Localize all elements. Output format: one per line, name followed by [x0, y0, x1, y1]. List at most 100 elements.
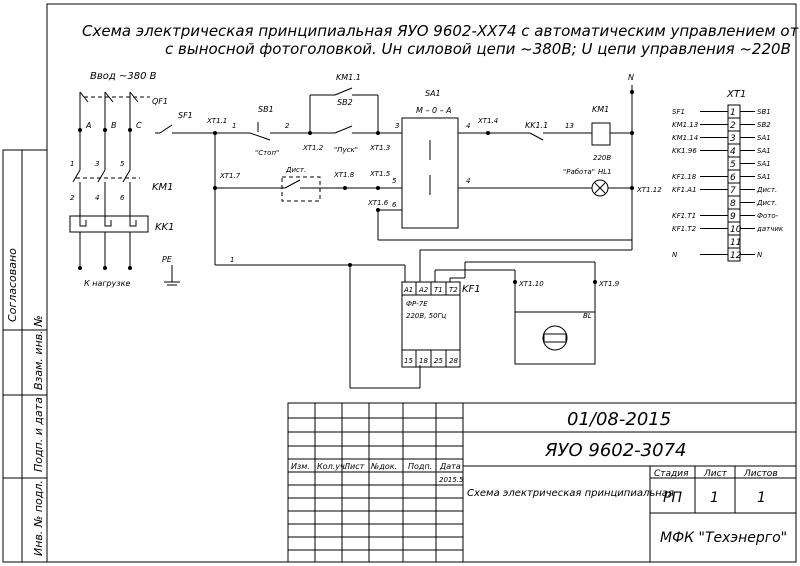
terminal-number: 1 — [730, 108, 736, 118]
bl-label: BL — [583, 312, 592, 320]
svg-text:Кол.уч.: Кол.уч. — [317, 462, 347, 471]
power-input-label: Ввод ~380 В — [90, 71, 157, 82]
terminal-right-label: датчик — [756, 225, 784, 233]
terminal-right-label: SA1 — [757, 134, 771, 142]
svg-text:XT1.3: XT1.3 — [369, 144, 390, 152]
stage-value: РП — [663, 490, 682, 506]
sf1-label: SF1 — [178, 111, 193, 120]
doc-code: ЯУО 9602-3074 — [544, 440, 686, 461]
terminal-number: 6 — [730, 173, 736, 183]
kk11-label: KK1.1 — [525, 121, 548, 130]
dist-label: Дист. — [285, 166, 306, 174]
sb1-label: SB1 — [258, 105, 274, 114]
terminal-number: 5 — [730, 160, 736, 170]
terminal-number: 8 — [730, 199, 736, 209]
svg-text:XT1.8: XT1.8 — [333, 171, 355, 179]
svg-text:A: A — [85, 121, 91, 130]
terminal-right-label: N — [757, 251, 763, 259]
terminal-left-label: KF1.18 — [672, 173, 697, 181]
svg-text:1: 1 — [70, 160, 74, 168]
terminal-right-label: Дист. — [756, 199, 777, 207]
svg-text:5: 5 — [392, 177, 397, 185]
stamp-replace-inv: Взам. инв. № — [32, 315, 45, 390]
svg-text:Подп.: Подп. — [408, 462, 432, 471]
svg-text:№док.: №док. — [370, 462, 397, 471]
svg-text:4: 4 — [466, 122, 470, 130]
relay-model: ФР-7Е — [406, 300, 428, 308]
sheet-value: 1 — [710, 490, 719, 506]
svg-text:3: 3 — [95, 160, 99, 168]
svg-text:A1: A1 — [403, 286, 413, 294]
svg-text:XT1.10: XT1.10 — [518, 280, 544, 288]
svg-text:T1: T1 — [434, 286, 443, 294]
sa1-positions: M – 0 – A — [416, 106, 452, 115]
svg-text:B: B — [111, 121, 117, 130]
svg-text:6: 6 — [392, 201, 397, 209]
terminal-right-label: SB1 — [757, 108, 771, 116]
svg-text:A2: A2 — [418, 286, 429, 294]
svg-text:15: 15 — [404, 357, 413, 365]
svg-text:XT1.12: XT1.12 — [636, 186, 662, 194]
svg-text:4: 4 — [466, 177, 470, 185]
svg-text:18: 18 — [419, 357, 428, 365]
title-block: Изм. Кол.уч. Лист №док. Подп. Дата 2015.… — [287, 402, 797, 563]
terminal-left-label: N — [672, 251, 678, 259]
control-circuit: SF1 XT1.1 1 SB1 "Стоп" 2 XT1.2 KM1.1 SB2… — [155, 73, 662, 389]
stamp-inv-orig: Инв. № подл. — [32, 480, 45, 556]
svg-text:4: 4 — [95, 194, 99, 202]
sign-date: 2015.5 — [439, 476, 464, 484]
terminal-number: 7 — [730, 186, 736, 196]
svg-text:5: 5 — [120, 160, 125, 168]
svg-text:25: 25 — [434, 357, 443, 365]
svg-text:XT1.7: XT1.7 — [219, 172, 241, 180]
v220-label: 220В — [593, 154, 611, 162]
n-bus-label: N — [628, 73, 634, 82]
km1-power-label: KM1 — [152, 182, 174, 193]
stamp-sign-date: Подп. и дата — [32, 397, 45, 472]
power-circuit: Ввод ~380 В QF1 A B C 1 3 5 2 4 6 KM1 — [69, 71, 180, 288]
terminal-left-label: KF1.T2 — [672, 225, 697, 233]
sb2-label: SB2 — [337, 98, 353, 107]
hl1-label: HL1 — [598, 168, 612, 176]
relay-rating: 220В, 50Гц — [406, 312, 446, 320]
kk1-power-label: KK1 — [155, 222, 174, 233]
terminal-right-label: SB2 — [757, 121, 771, 129]
km1-coil-label: KM1 — [592, 105, 609, 114]
svg-text:Дата: Дата — [439, 462, 461, 471]
svg-text:Изм.: Изм. — [291, 462, 310, 471]
km11-label: KM1.1 — [336, 73, 361, 82]
svg-text:Стадия: Стадия — [654, 469, 689, 479]
svg-text:1: 1 — [230, 256, 234, 264]
svg-text:XT1.2: XT1.2 — [302, 144, 324, 152]
terminal-left-label: KM1.14 — [672, 134, 698, 142]
svg-text:Листов: Листов — [743, 469, 778, 479]
terminal-block-title: XT1 — [726, 89, 746, 100]
svg-text:1: 1 — [232, 122, 236, 130]
qf1-label: QF1 — [152, 97, 168, 106]
terminal-right-label: Дист. — [756, 186, 777, 194]
terminal-number: 2 — [730, 121, 736, 131]
stop-label: "Стоп" — [255, 149, 279, 157]
svg-text:T2: T2 — [449, 286, 458, 294]
pe-label: PE — [162, 255, 173, 264]
svg-text:28: 28 — [449, 357, 458, 365]
terminal-right-label: SA1 — [757, 173, 771, 181]
svg-text:3: 3 — [395, 122, 399, 130]
auto-label: "Работа" — [563, 168, 595, 176]
terminal-left-label: SF1 — [672, 108, 685, 116]
svg-text:2: 2 — [70, 194, 75, 202]
title-line-2: с выносной фотоголовкой. Uн силовой цепи… — [165, 40, 791, 58]
kf1-label: KF1 — [462, 284, 481, 295]
terminal-right-label: SA1 — [757, 160, 771, 168]
svg-text:XT1.9: XT1.9 — [598, 280, 620, 288]
side-stamp: Согласовано Взам. инв. № Подп. и дата Ин… — [2, 149, 48, 563]
terminal-left-label: KF1.A1 — [672, 186, 697, 194]
stamp-agreed: Согласовано — [6, 248, 19, 322]
svg-text:Лист: Лист — [703, 469, 728, 479]
load-label: К нагрузке — [84, 279, 130, 288]
terminal-right-label: Фото- — [757, 212, 779, 220]
svg-text:2: 2 — [285, 122, 290, 130]
terminal-number: 3 — [730, 134, 736, 144]
svg-text:XT1.6: XT1.6 — [367, 199, 389, 207]
